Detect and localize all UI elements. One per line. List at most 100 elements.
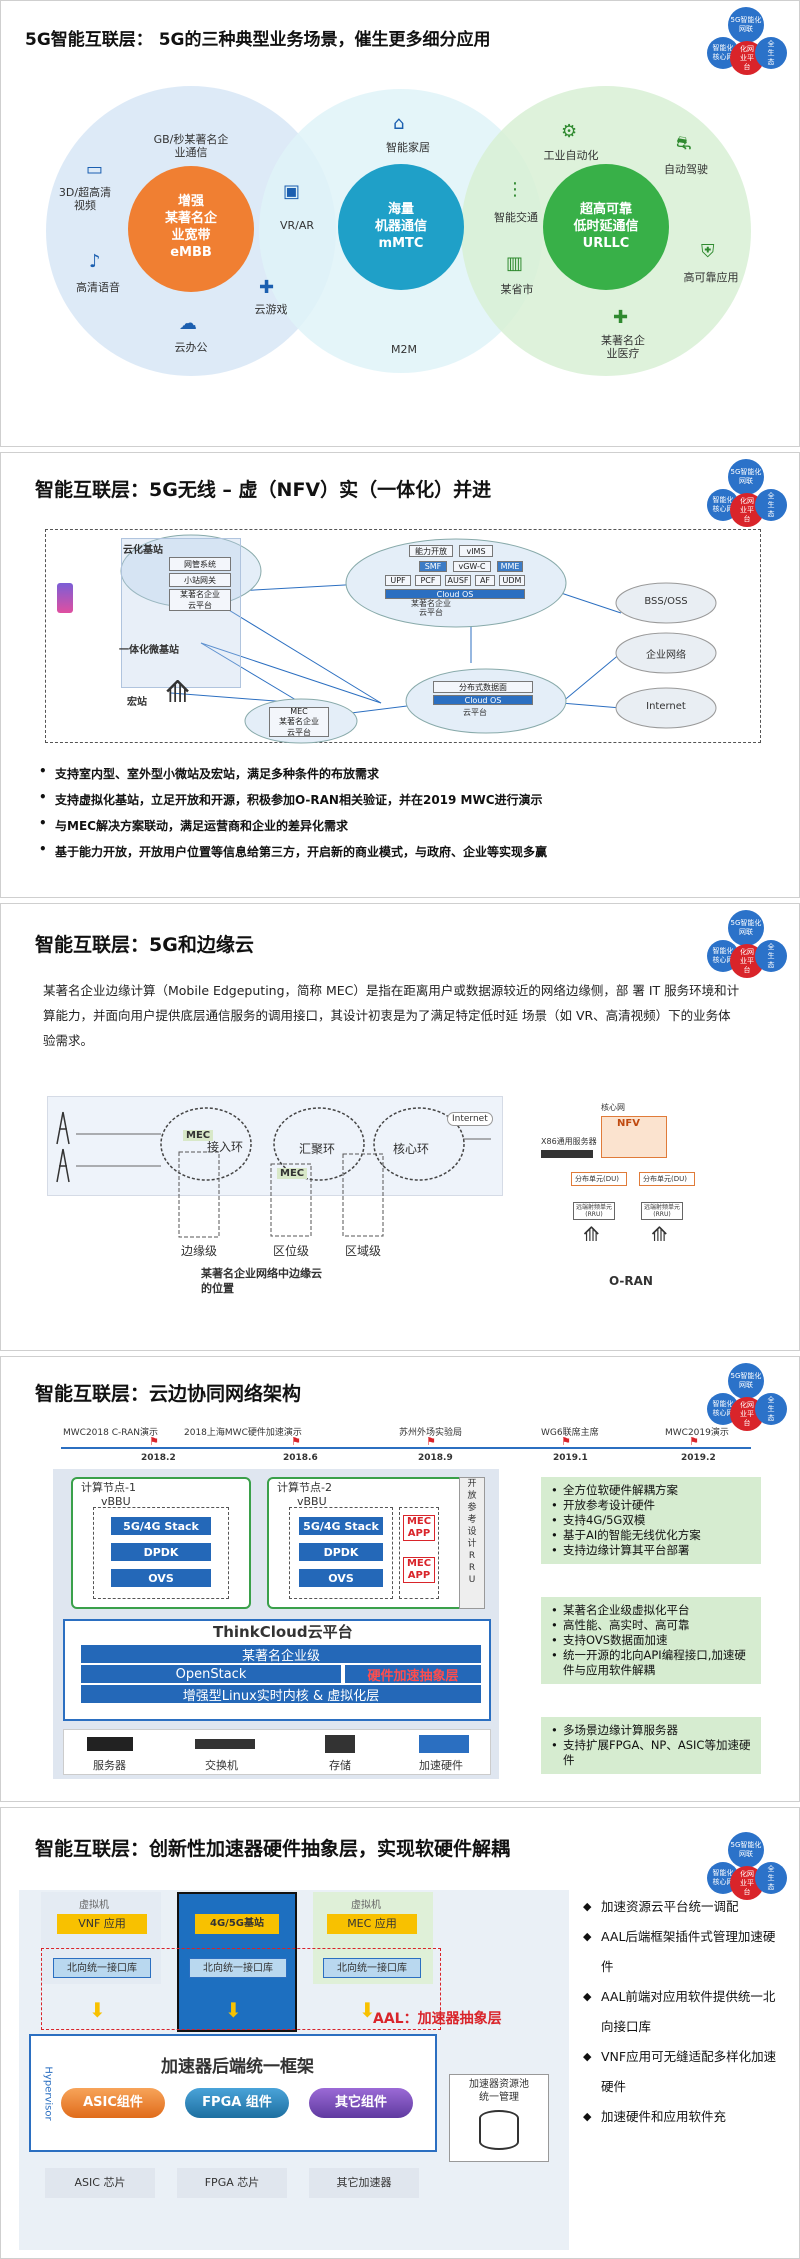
cloud-os-bar: Cloud OS bbox=[385, 589, 525, 599]
ovs-box: OVS bbox=[299, 1569, 383, 1587]
switch-icon bbox=[195, 1739, 255, 1749]
rru-side-label: 开 放 参 考 设 计 R R U bbox=[459, 1477, 485, 1609]
logo-circle: 全 生 态 bbox=[755, 37, 787, 69]
slide-title: 智能互联层：5G和边缘云 bbox=[35, 934, 254, 956]
down-arrow-icon: ⬇ bbox=[89, 1998, 106, 2022]
right-bullet: VNF应用可无缝适配多样化加速硬件 bbox=[583, 2042, 779, 2102]
dist-cloud-label: 云平台 bbox=[463, 708, 487, 717]
urllc-label: 超高可靠 低时延通信 URLLC bbox=[573, 202, 639, 251]
vrar-label: VR/AR bbox=[279, 219, 315, 232]
feature-item: 支持扩展FPGA、NP、ASIC等加速硬件 bbox=[551, 1738, 751, 1768]
logo-circle: 全 生 态 bbox=[755, 940, 787, 972]
accel-card-icon bbox=[419, 1735, 469, 1753]
mec-app-label: MEC APP bbox=[403, 1515, 435, 1541]
timeline-date: 2018.2 bbox=[141, 1453, 176, 1463]
slide-title: 智能互联层：创新性加速器硬件抽象层，实现软硬件解耦 bbox=[35, 1838, 511, 1860]
logo-circle: 全 生 态 bbox=[755, 1862, 787, 1894]
rru-box bbox=[573, 1202, 615, 1220]
shield-icon: ⛨ bbox=[701, 241, 715, 262]
dist-os-bar: Cloud OS bbox=[433, 695, 533, 705]
slide-edge-cloud: 智能互联层：5G和边缘云 5G智能化 网联 智能化 核心网 化网 业平 台 全 … bbox=[0, 903, 800, 1351]
feature-item: 基于AI的智能无线优化方案 bbox=[551, 1528, 751, 1543]
cloud-top-box: PCF bbox=[415, 575, 441, 586]
logo-circle: 5G智能化 网联 bbox=[728, 1363, 764, 1399]
north-api: 北向统一接口库 bbox=[323, 1958, 421, 1978]
feature-item: 全方位软硬件解耦方案 bbox=[551, 1483, 751, 1498]
hypervisor-label: Hypervisor bbox=[42, 2066, 54, 2121]
office-label: 云办公 bbox=[174, 341, 208, 354]
bs-app: 4G/5G基站 bbox=[195, 1914, 279, 1934]
node-title: 计算节点-2 bbox=[277, 1481, 332, 1494]
logo-circle: 全 生 态 bbox=[755, 489, 787, 521]
dpdk-box: DPDK bbox=[299, 1543, 383, 1561]
video-icon: ▭ bbox=[86, 159, 104, 180]
other-component: 其它组件 bbox=[309, 2088, 413, 2118]
aal-label: AAL：加速器抽象层 bbox=[373, 2011, 502, 2027]
cloud-platform-label: 某著名企业 云平台 bbox=[411, 599, 451, 617]
medical-icon: ✚ bbox=[613, 307, 629, 328]
north-api: 北向统一接口库 bbox=[189, 1958, 287, 1978]
rru-label: 远端射频单元(RRU) bbox=[575, 1204, 612, 1218]
drive-label: 自动驾驶 bbox=[664, 163, 708, 176]
right-bullet: AAL前端对应用软件提供统一北向接口库 bbox=[583, 1982, 779, 2042]
venn-diagram bbox=[46, 86, 751, 376]
reliable-label: 高可靠应用 bbox=[683, 271, 739, 284]
bullet-item: 支持室内型、室外型小微站及宏站，满足多种条件的布放需求 bbox=[37, 764, 777, 782]
database-icon bbox=[479, 2110, 519, 2150]
timeline-flag-icon: ⚑ bbox=[149, 1435, 159, 1448]
right-bullet: 加速硬件和应用软件充 bbox=[583, 2102, 779, 2132]
logo: 5G智能化 网联 智能化 核心网 化网 业平 台 全 生 态 bbox=[703, 459, 789, 537]
mec-app-label: MEC APP bbox=[403, 1557, 435, 1583]
pool-label: 加速器资源池 统一管理 bbox=[469, 2079, 529, 2103]
slide-5g-wireless: 智能互联层：5G无线 – 虚（NFV）实（一体化）并进 5G智能化 网联 智能化… bbox=[0, 452, 800, 898]
tower-icon: ⟰ bbox=[651, 1222, 668, 1246]
mec-dashed bbox=[342, 1153, 384, 1237]
timeline-date: 2018.9 bbox=[418, 1453, 453, 1463]
feature-box: 某著名企业级虚拟化平台 高性能、高实时、高可靠 支持OVS数据面加速 统一开源的… bbox=[541, 1597, 761, 1684]
feature-item: 支持OVS数据面加速 bbox=[551, 1633, 751, 1648]
video-label: 3D/超高清 视频 bbox=[58, 186, 112, 212]
chip-label: ASIC 芯片 bbox=[45, 2168, 155, 2198]
tower-icon: ⟰ bbox=[583, 1222, 600, 1246]
timeline-flag-icon: ⚑ bbox=[291, 1435, 301, 1448]
timeline-label: WG6联席主席 bbox=[541, 1428, 599, 1438]
storage-icon bbox=[325, 1735, 355, 1753]
cloud-bs-label: 云化基站 bbox=[123, 545, 163, 556]
vbbu-label: vBBU bbox=[297, 1495, 327, 1508]
gb-label: GB/秒某著名企 业通信 bbox=[153, 133, 229, 159]
logo-circle: 5G智能化 网联 bbox=[728, 1832, 764, 1868]
oran-core-label: 核心网 bbox=[601, 1103, 625, 1112]
logo: 5G智能化 网联 智能化 核心网 化网 业平 台 全 生 态 bbox=[703, 910, 789, 988]
oran-label: O-RAN bbox=[609, 1274, 653, 1288]
feature-item: 高性能、高实时、高可靠 bbox=[551, 1618, 751, 1633]
bss-label: BSS/OSS bbox=[644, 596, 688, 607]
hw-label: 存储 bbox=[329, 1759, 351, 1772]
platform-bar: OpenStack bbox=[81, 1665, 341, 1683]
server-icon bbox=[87, 1737, 133, 1751]
fpga-component: FPGA 组件 bbox=[185, 2088, 289, 2118]
feature-item: 统一开源的北向API编程接口,加速硬件与应用软件解耦 bbox=[551, 1648, 751, 1678]
cloud-top-box: vGW-C bbox=[453, 561, 491, 572]
voice-label: 高清语音 bbox=[76, 281, 120, 294]
stack-box: 5G/4G Stack bbox=[111, 1517, 211, 1535]
mec-tag: MEC bbox=[183, 1130, 214, 1141]
slide-title: 5G智能互联层： 5G的三种典型业务场景，催生更多细分应用 bbox=[25, 30, 491, 50]
traffic-label: 智能交通 bbox=[494, 211, 538, 224]
aal-dashed bbox=[41, 1948, 441, 2030]
right-bullet: 加速资源云平台统一调配 bbox=[583, 1892, 779, 1922]
timeline-date: 2019.2 bbox=[681, 1453, 716, 1463]
cloud-top-box: 能力开放 bbox=[409, 545, 453, 557]
cloud-shape bbox=[615, 582, 717, 624]
cloud-top-box: AUSF bbox=[445, 575, 471, 586]
platform-bar: 某著名企业级 bbox=[81, 1645, 481, 1664]
hw-label: 加速硬件 bbox=[419, 1759, 463, 1772]
timeline-label: 2018上海MWC硬件加速演示 bbox=[184, 1428, 302, 1438]
hw-label: 服务器 bbox=[93, 1759, 126, 1772]
chip-label: FPGA 芯片 bbox=[177, 2168, 287, 2198]
industry-label: 工业自动化 bbox=[543, 149, 599, 162]
oran-server-label: X86通用服务器 bbox=[541, 1137, 597, 1146]
north-api: 北向统一接口库 bbox=[53, 1958, 151, 1978]
slide-accelerator-abstraction: 智能互联层：创新性加速器硬件抽象层，实现软硬件解耦 5G智能化 网联 智能化 核… bbox=[0, 1807, 800, 2259]
logo-circle: 5G智能化 网联 bbox=[728, 910, 764, 946]
feature-item: 多场景边缘计算服务器 bbox=[551, 1723, 751, 1738]
